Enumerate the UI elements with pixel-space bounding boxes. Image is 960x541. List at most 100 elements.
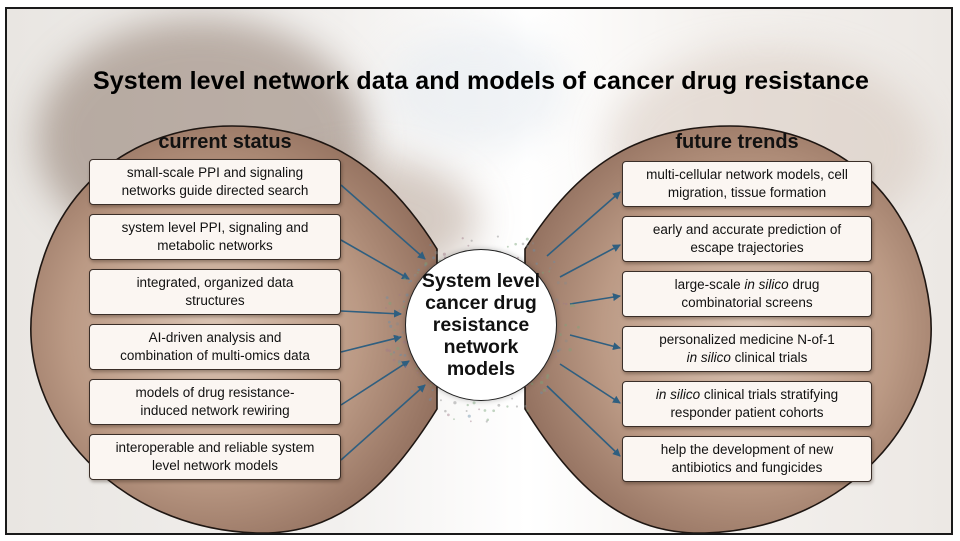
network-dot: [541, 376, 544, 379]
network-dot: [465, 410, 468, 413]
network-dot: [397, 360, 402, 364]
network-dot: [410, 390, 414, 394]
network-dot: [557, 301, 560, 304]
network-dot: [447, 413, 450, 417]
network-dot: [428, 398, 432, 401]
item-text: large-scale in silico drug combinatorial…: [674, 277, 820, 310]
arrow-left-3: [340, 309, 402, 318]
diagram-frame: System level network data and models of …: [5, 7, 953, 535]
network-dot: [387, 320, 391, 324]
background-photo-window: [387, 29, 567, 149]
network-dot: [398, 335, 400, 338]
network-dot: [564, 368, 566, 371]
network-dot: [525, 237, 529, 241]
right-panel-title: future trends: [675, 131, 799, 153]
network-dot: [556, 281, 560, 285]
network-dot: [573, 304, 576, 308]
network-dot: [403, 354, 407, 357]
future-trend-item: early and accurate prediction of escape …: [622, 216, 872, 262]
network-dot: [526, 409, 530, 412]
network-dot: [400, 353, 403, 356]
network-dot: [453, 418, 455, 421]
network-dot: [461, 237, 464, 240]
network-dot: [416, 371, 419, 374]
network-dot: [564, 323, 567, 327]
network-dot: [506, 245, 509, 248]
network-dot: [564, 281, 568, 285]
network-dot: [470, 239, 473, 242]
network-dot: [434, 251, 439, 255]
network-dot: [417, 268, 420, 272]
current-status-item: small-scale PPI and signaling networks g…: [89, 159, 341, 205]
network-dot: [577, 325, 580, 329]
network-dot: [419, 374, 423, 377]
future-trend-item: help the development of new antibiotics …: [622, 436, 872, 482]
network-dot: [408, 281, 411, 284]
network-dot: [554, 355, 557, 358]
network-dot: [402, 305, 406, 308]
network-dot: [385, 348, 389, 352]
center-node: System level cancer drug resistance netw…: [405, 249, 557, 401]
network-dot: [398, 293, 401, 296]
network-dot: [521, 242, 525, 246]
network-dot: [556, 349, 560, 352]
right-arrows: [546, 191, 621, 457]
item-text: models of drug resistance- induced netwo…: [135, 385, 295, 418]
network-dot: [531, 242, 535, 245]
network-dot: [515, 405, 519, 408]
network-dot: [565, 302, 568, 306]
item-text: system level PPI, signaling and metaboli…: [121, 220, 309, 253]
item-text: integrated, organized data structures: [136, 275, 294, 308]
future-trend-item: large-scale in silico drug combinatorial…: [622, 271, 872, 317]
network-dot: [415, 367, 418, 370]
arrow-right-6: [546, 385, 621, 457]
network-dot: [562, 302, 565, 305]
network-dot: [535, 262, 538, 265]
current-status-item: system level PPI, signaling and metaboli…: [89, 214, 341, 260]
network-dot: [402, 300, 405, 303]
arrow-left-1: [340, 184, 426, 260]
network-dot: [424, 264, 427, 267]
network-dot: [444, 409, 447, 413]
network-dot: [388, 301, 392, 305]
network-dot: [467, 414, 471, 418]
network-dot: [546, 374, 550, 378]
network-dot: [497, 403, 501, 407]
network-dot: [401, 331, 405, 334]
current-status-item: interoperable and reliable system level …: [89, 434, 341, 480]
network-dot: [555, 298, 559, 302]
item-text: help the development of new antibiotics …: [660, 442, 834, 475]
network-dot: [395, 322, 400, 326]
future-trend-item: personalized medicine N-of-1 in silico c…: [622, 326, 872, 372]
network-dot: [413, 273, 417, 277]
network-dot: [486, 418, 490, 422]
network-dot: [404, 365, 408, 369]
network-dot: [397, 339, 401, 343]
item-text: personalized medicine N-of-1 in silico c…: [659, 332, 835, 365]
network-dot: [439, 399, 442, 402]
left-panel-title: current status: [158, 131, 292, 153]
network-dot: [546, 376, 549, 380]
network-dot: [392, 351, 396, 354]
arrow-right-4: [569, 334, 621, 351]
network-dot: [514, 242, 518, 246]
network-dot: [396, 346, 400, 351]
network-dot: [568, 348, 572, 352]
network-dot: [432, 256, 436, 260]
arrow-left-4: [340, 334, 402, 353]
network-dot: [548, 270, 551, 273]
network-dot: [409, 279, 413, 283]
left-arrows: [340, 184, 426, 461]
network-dot: [570, 303, 574, 307]
network-dot: [524, 404, 527, 408]
arrow-left-5: [340, 360, 410, 406]
network-dot: [511, 397, 514, 400]
network-dot: [402, 340, 406, 344]
network-dot: [496, 235, 499, 238]
current-status-item: AI-driven analysis and combination of mu…: [89, 324, 341, 370]
network-dot: [472, 401, 476, 405]
arrow-right-2: [559, 244, 621, 278]
arrow-left-6: [340, 384, 426, 461]
future-trend-item: in silico clinical trials stratifying re…: [622, 381, 872, 427]
arrow-right-5: [559, 363, 621, 404]
